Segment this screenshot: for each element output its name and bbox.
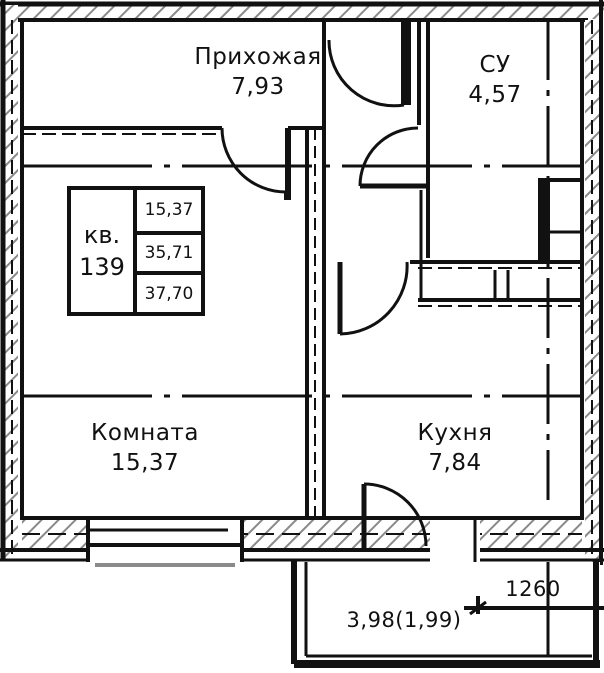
room-area: 3,98(1,99) — [346, 608, 462, 632]
room-name: СУ — [479, 52, 511, 78]
window-kitchen — [430, 520, 480, 567]
room-label-bathroom: СУ 4,57 — [450, 50, 540, 110]
room-name: Комната — [91, 420, 199, 446]
total-area-with-balcony-cell: 37,70 — [137, 271, 201, 312]
room-name: Прихожая — [194, 44, 322, 70]
total-area-cell: 35,71 — [137, 230, 201, 272]
living-area-cell: 15,37 — [144, 200, 194, 221]
room-area: 15,37 — [110, 450, 180, 476]
window-living-room — [86, 520, 244, 567]
apartment-info-box: кв. 139 15,37 35,71 37,70 — [67, 186, 205, 316]
room-label-kitchen: Кухня 7,84 — [405, 418, 505, 478]
interior-walls — [22, 20, 584, 518]
apartment-areas: 15,37 35,71 37,70 — [137, 190, 201, 312]
room-area: 7,93 — [231, 74, 285, 100]
apartment-number-cell: кв. 139 — [71, 190, 137, 312]
dimension-label-balcony-width: 1260 — [500, 574, 566, 604]
room-area: 4,57 — [468, 82, 522, 108]
room-label-hallway: Прихожая 7,93 — [186, 42, 330, 102]
dimension-line-balcony — [464, 596, 604, 616]
balcony — [291, 560, 600, 668]
doors — [220, 20, 428, 548]
room-label-living-room: Комната 15,37 — [80, 418, 210, 478]
room-label-balcony: 3,98(1,99) — [340, 605, 468, 635]
apartment-number: 139 — [79, 253, 125, 281]
axis-lines — [22, 20, 582, 500]
room-name: Кухня — [417, 420, 493, 446]
dimension-value: 1260 — [505, 577, 561, 601]
apartment-label: кв. — [83, 221, 121, 249]
room-area: 7,84 — [428, 450, 482, 476]
